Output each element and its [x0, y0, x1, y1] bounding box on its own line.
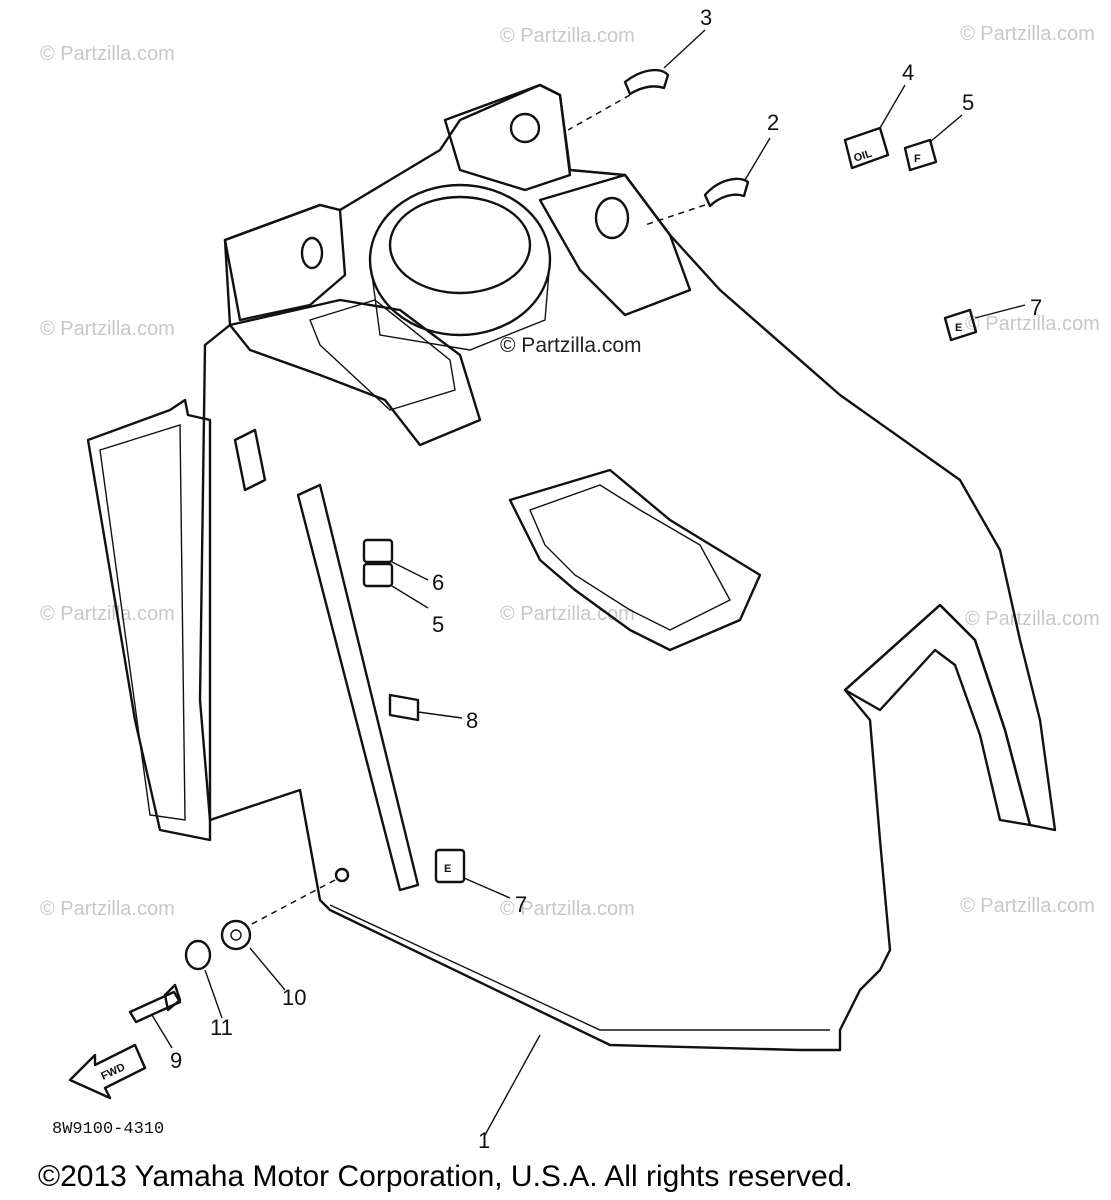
callout-8: 8	[466, 708, 478, 733]
speedometer-ring-outer	[368, 183, 552, 337]
callout-7-low: 7	[515, 892, 527, 917]
watermark: © Partzilla.com	[965, 313, 1100, 335]
decal-e-text: E	[955, 322, 962, 334]
callout-7-right: 7	[1030, 295, 1042, 320]
watermark: © Partzilla.com	[960, 23, 1095, 45]
right-lower-box	[538, 173, 692, 317]
watermark-layer: © Partzilla.com © Partzilla.com © Partzi…	[40, 23, 1100, 920]
right-upper-box	[443, 83, 572, 192]
watermark: © Partzilla.com	[40, 43, 175, 65]
watermark: © Partzilla.com	[960, 895, 1095, 917]
bolt	[128, 983, 182, 1024]
callout-2: 2	[767, 110, 779, 135]
diagram-code: 8W9100-4310	[52, 1120, 164, 1139]
decal-f-text: F	[914, 153, 921, 165]
wheel-arch	[843, 603, 1032, 827]
callout-labels: 1 2 3 4 5 7 6 5 8 7 10 11 9	[170, 5, 1042, 1153]
callout-4: 4	[902, 60, 914, 85]
watermark: © Partzilla.com	[40, 318, 175, 340]
washer	[184, 939, 212, 971]
decal-e-low: E	[434, 848, 511, 899]
callout-5-top: 5	[962, 90, 974, 115]
upper-indicator-hole	[509, 112, 541, 144]
callout-1: 1	[478, 1128, 490, 1153]
watermark: © Partzilla.com	[500, 25, 635, 47]
decal-e-right: E	[943, 304, 1026, 342]
watermark: © Partzilla.com	[500, 603, 635, 625]
callout-3: 3	[700, 5, 712, 30]
decal-oil: OIL	[843, 84, 906, 170]
watermark: © Partzilla.com	[40, 898, 175, 920]
left-lower-panel	[309, 299, 456, 411]
leader-1	[484, 1034, 541, 1136]
decal-f-top: F	[903, 114, 963, 172]
mount-hole	[334, 867, 350, 883]
callout-9: 9	[170, 1048, 182, 1073]
fuel-opening-inner	[529, 484, 731, 631]
part-trim-3	[567, 29, 706, 131]
decal-e-low-text: E	[444, 863, 451, 875]
callout-6: 6	[432, 570, 444, 595]
bottom-lip	[329, 904, 830, 1031]
side-badge	[233, 428, 267, 492]
front-cover-body	[86, 83, 1057, 1052]
part-trim-2	[644, 137, 771, 226]
fuel-opening	[508, 468, 762, 652]
copyright-notice: ©2013 Yamaha Motor Corporation, U.S.A. A…	[38, 1160, 853, 1193]
fastener-group	[128, 867, 350, 1049]
grommet	[220, 919, 252, 951]
watermark: © Partzilla.com	[965, 608, 1100, 630]
callout-11: 11	[210, 1015, 233, 1040]
dashboard-rim	[228, 298, 482, 447]
left-flap-inner	[99, 424, 186, 821]
fwd-arrow: FWD	[68, 1043, 147, 1100]
speedometer-ring-inner	[388, 195, 532, 295]
watermark: © Partzilla.com	[40, 603, 175, 625]
decal-8	[388, 693, 463, 722]
left-instrument-hole	[300, 236, 324, 270]
left-instrument-box	[223, 203, 347, 322]
decal-oil-text: OIL	[852, 148, 873, 165]
lower-indicator-hole	[594, 196, 630, 240]
decal-6-5-stack	[362, 538, 429, 609]
watermark: © Partzilla.com	[500, 898, 635, 920]
watermark-center: © Partzilla.com	[500, 334, 642, 357]
speedometer-pod	[369, 259, 551, 351]
front-strip	[296, 483, 420, 892]
callout-10: 10	[282, 985, 306, 1010]
callout-5-mid: 5	[432, 612, 444, 637]
left-flap	[86, 398, 212, 842]
